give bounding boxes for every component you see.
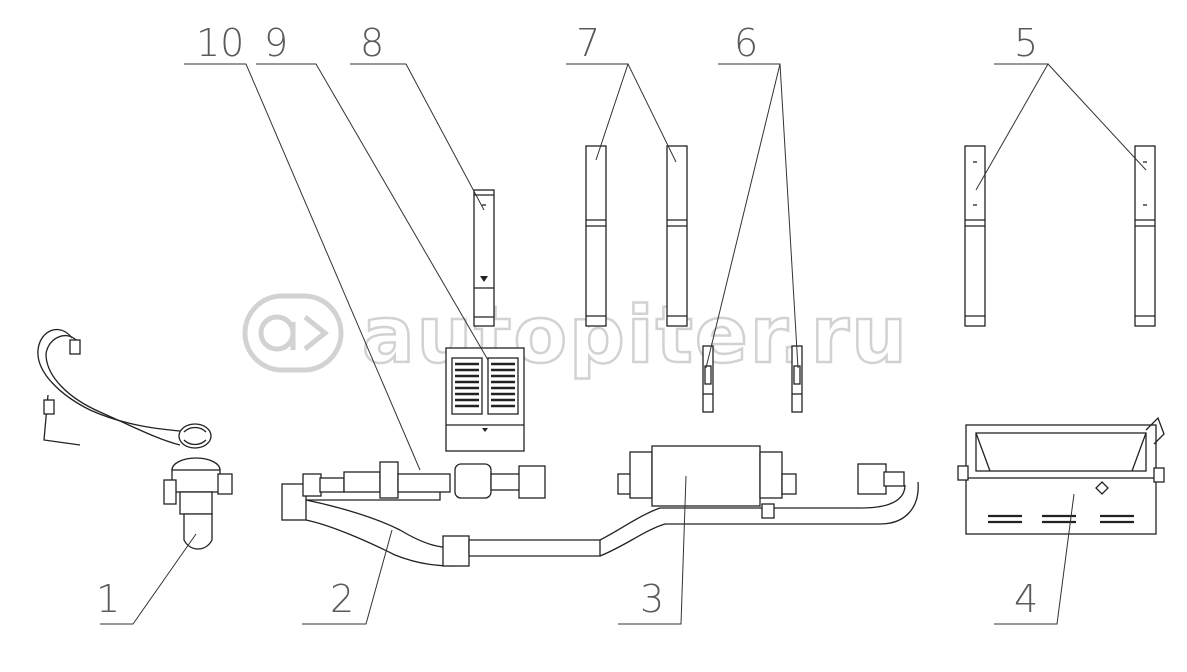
leader-10	[184, 63, 421, 471]
watermark: autopiter.ru	[242, 290, 909, 382]
part-3-receiver-drier	[617, 445, 797, 519]
callout-10: 10	[196, 21, 244, 65]
watermark-logo-icon	[242, 293, 344, 373]
part-4-evaporator-housing	[957, 416, 1165, 535]
part-7-straps	[585, 145, 688, 327]
part-9-grille-panel	[445, 347, 525, 452]
leader-6	[705, 63, 781, 369]
callout-6: 6	[734, 21, 758, 65]
callout-2: 2	[330, 577, 354, 621]
part-8-strap	[473, 189, 495, 327]
watermark-text: autopiter.ru	[362, 291, 909, 381]
leader-1	[100, 533, 197, 625]
callout-8: 8	[360, 21, 384, 65]
leader-3	[618, 475, 687, 625]
callout-5: 5	[1014, 21, 1038, 65]
leader-lines	[100, 63, 1147, 625]
leader-4	[994, 493, 1075, 625]
leader-2	[302, 529, 393, 625]
part-5-straps	[964, 145, 1156, 327]
part-1-expansion-valve	[37, 328, 233, 550]
leader-5	[975, 63, 1049, 191]
leader-9	[256, 63, 489, 361]
leader-8	[350, 63, 485, 211]
part-2-pipe-assembly	[281, 461, 919, 567]
callout-labels: 1 2 3 4 5 6 7 8 9 10	[96, 21, 1038, 621]
callout-4: 4	[1014, 577, 1038, 621]
callout-3: 3	[640, 577, 664, 621]
callout-7: 7	[576, 21, 600, 65]
callout-9: 9	[264, 21, 288, 65]
callout-1: 1	[96, 577, 120, 621]
